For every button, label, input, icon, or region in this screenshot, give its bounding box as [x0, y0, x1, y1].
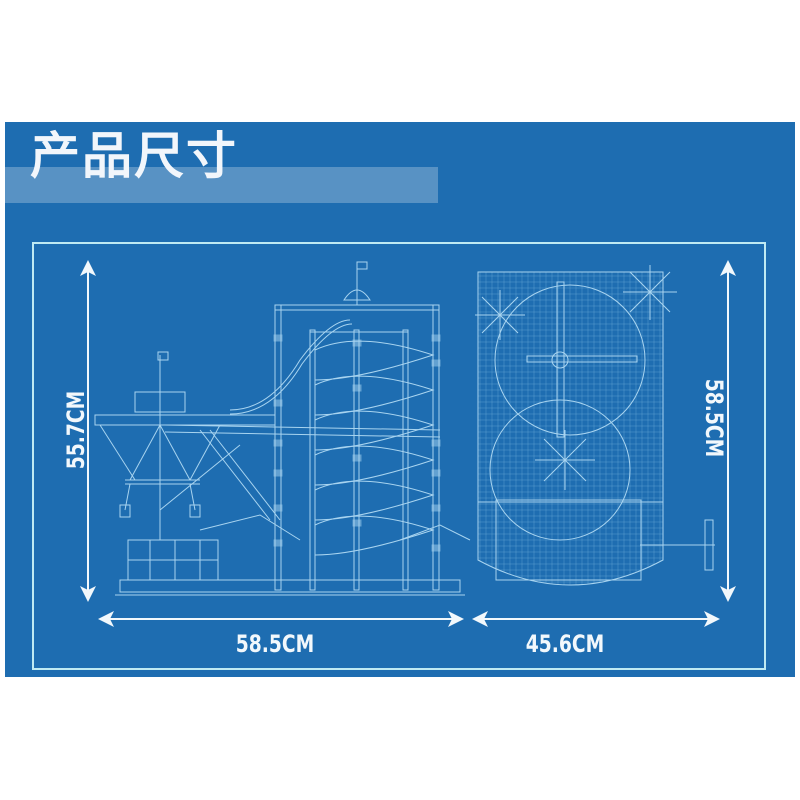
page-title: 产品尺寸	[30, 127, 238, 185]
dimension-arrows	[80, 260, 736, 627]
top-view-drawing	[475, 265, 715, 586]
drawing-frame	[32, 242, 766, 670]
side-view-height-label: 55.7CM	[62, 390, 90, 470]
side-view-drawing	[94, 261, 471, 596]
side-view-width-label: 58.5CM	[235, 630, 315, 658]
top-view-height-label: 58.5CM	[700, 378, 728, 458]
title-band	[5, 167, 438, 203]
top-view-width-label: 45.6CM	[525, 630, 605, 658]
